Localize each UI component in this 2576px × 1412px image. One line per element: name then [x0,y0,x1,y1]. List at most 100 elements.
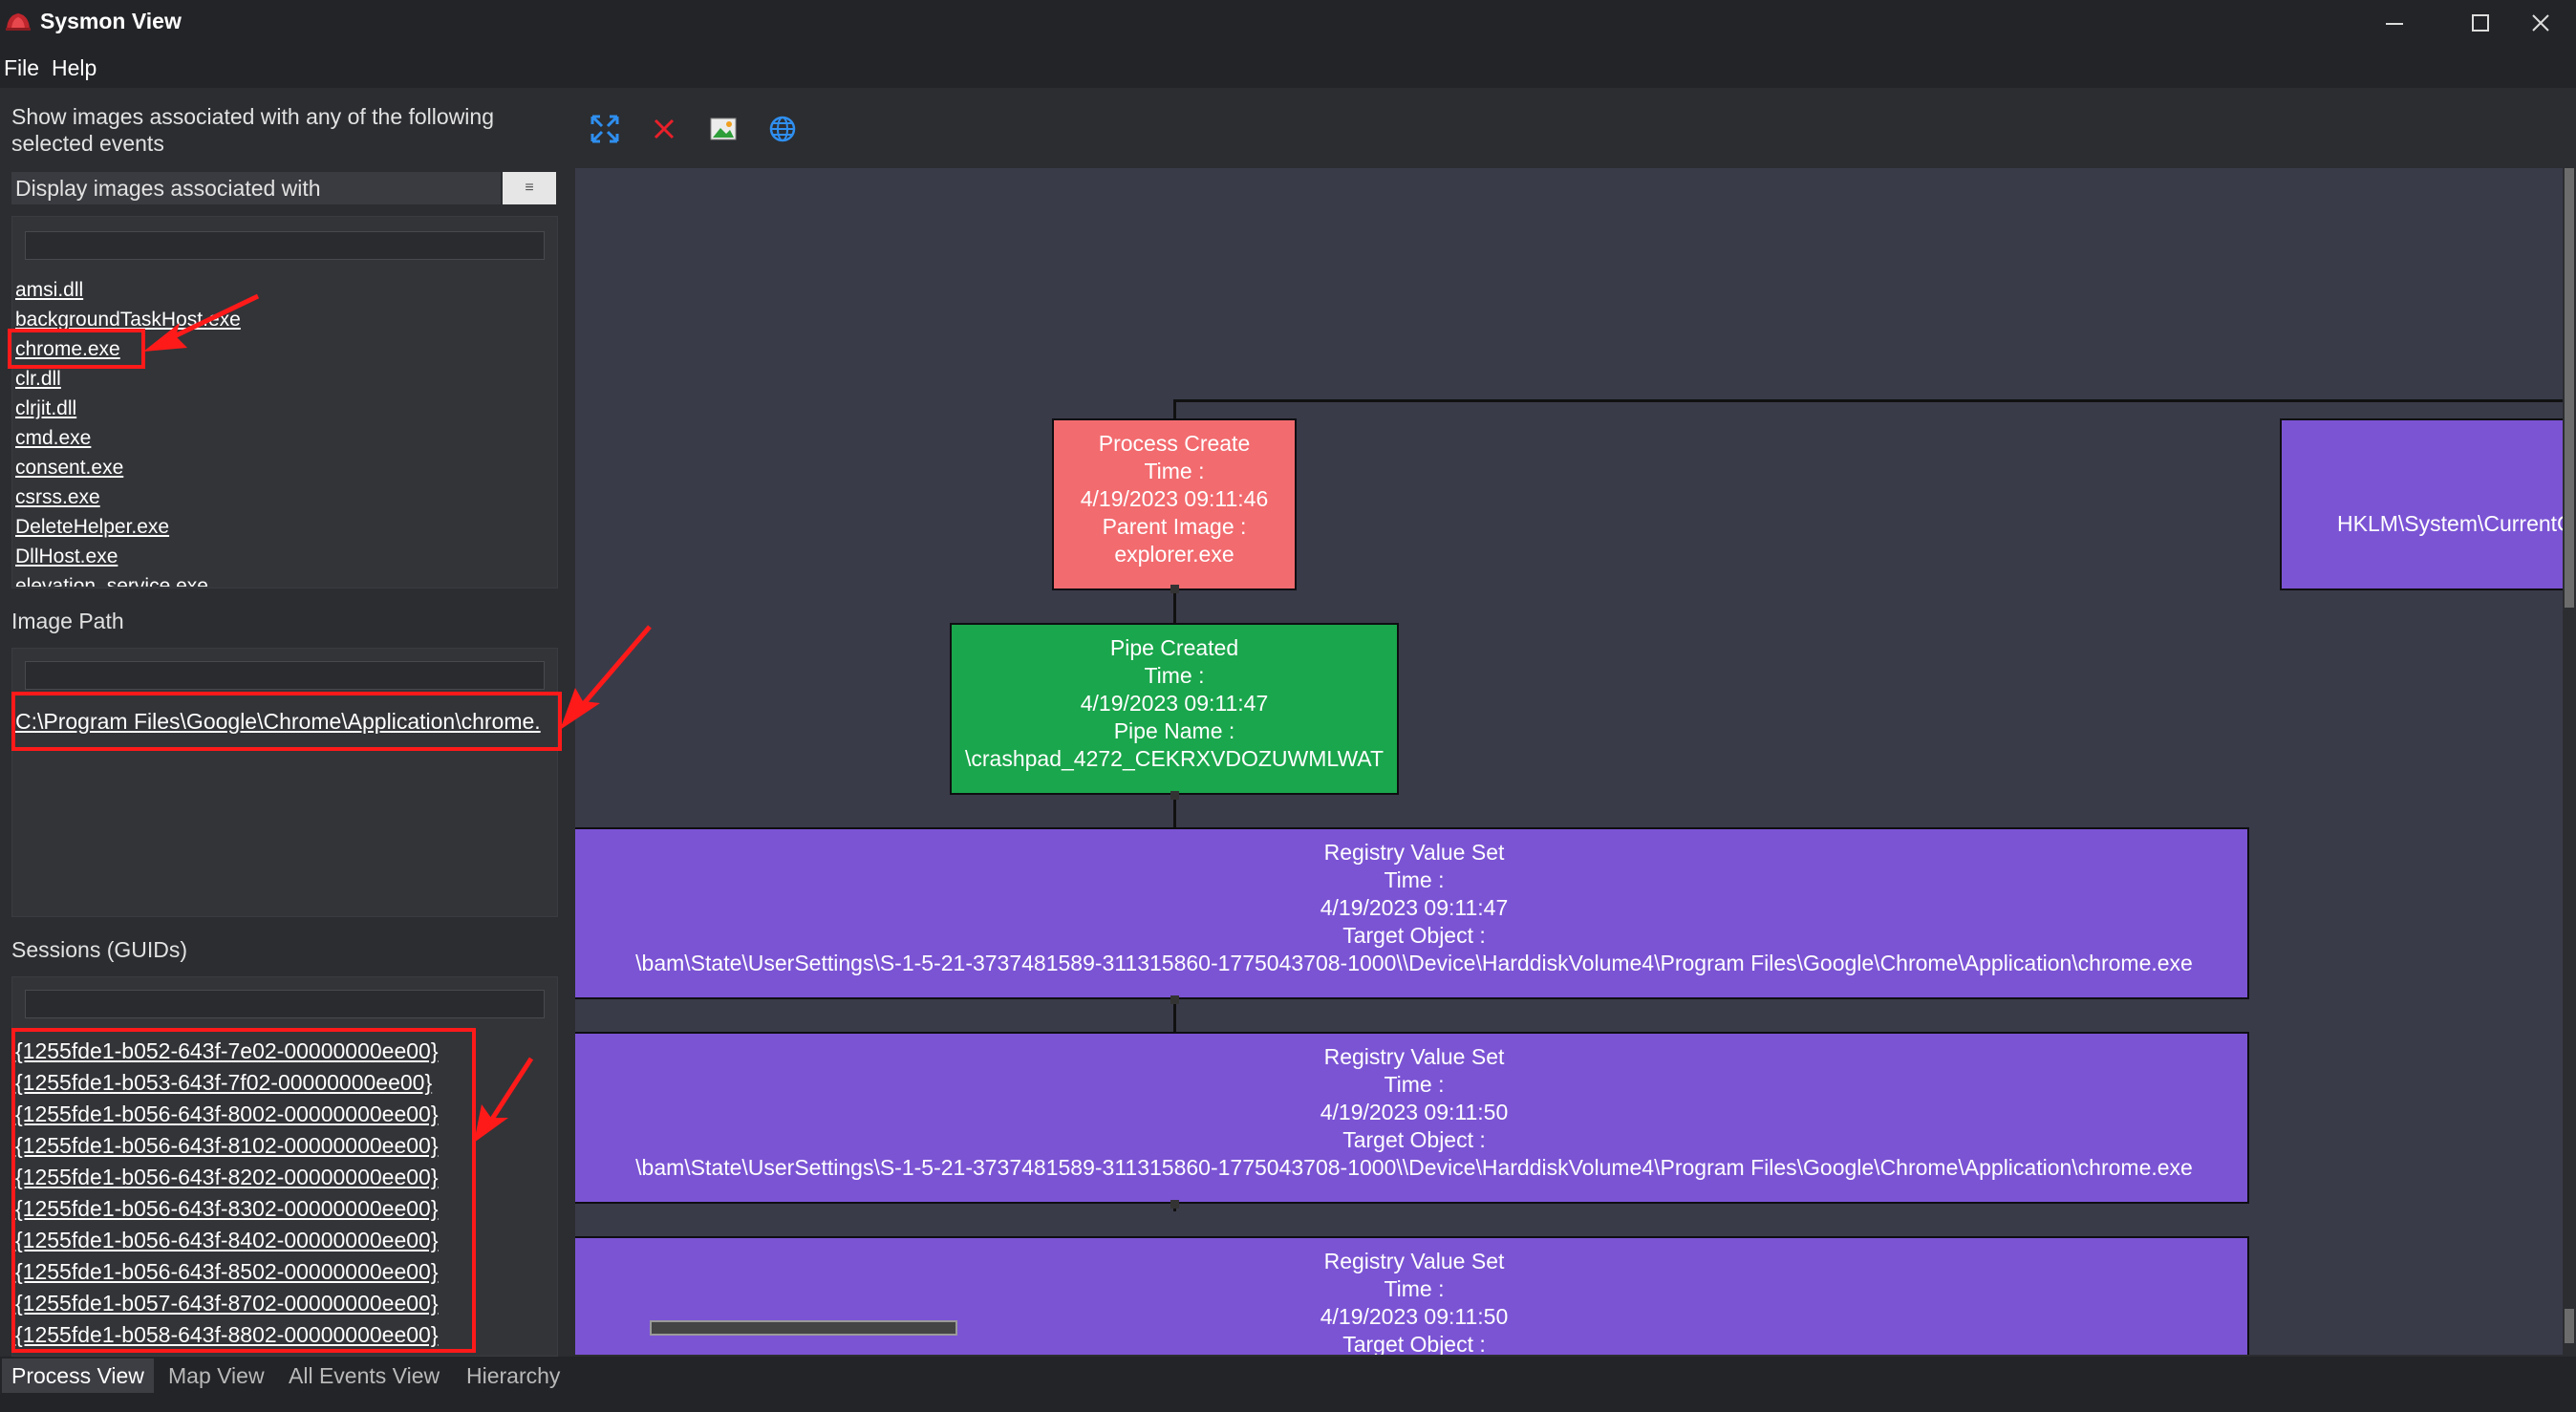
tab-map-view[interactable]: Map View [168,1363,265,1388]
node-time-label: Time : [1384,867,1445,892]
horizontal-scroll-thumb[interactable] [650,1320,957,1336]
sessions-panel [11,976,558,1357]
node-pipe-value: \crashpad_4272_CEKRXVDOZUWMLWAT [965,746,1384,771]
minimize-icon [2386,23,2403,25]
chrome-highlight-box [8,329,145,369]
list-item[interactable]: {1255fde1-b056-643f-8002-00000000ee00} [15,1102,439,1126]
close-icon[interactable] [648,113,680,145]
list-item[interactable]: DeleteHelper.exe [15,516,170,538]
node-target-label: Target Object : [1342,1332,1486,1355]
menu-file[interactable]: File [4,55,40,80]
sessions-list: {1255fde1-b052-643f-7e02-00000000ee00} {… [15,1036,474,1351]
node-title: Pipe Created [1109,635,1239,660]
tab-bar [0,1357,2576,1412]
registry-node-right[interactable]: HKLM\System\CurrentC [2280,418,2563,590]
maximize-button[interactable] [2442,2,2519,44]
list-item[interactable]: backgroundTaskHost.exe [15,309,241,331]
pipe-created-node[interactable]: Pipe Created Time : 4/19/2023 09:11:47 P… [950,623,1399,795]
toolbar [575,88,2576,168]
list-item[interactable]: amsi.dll [15,279,84,301]
connector-knob [1170,585,1179,593]
list-item[interactable]: clrjit.dll [15,397,77,419]
image-path-label: Image Path [11,609,124,633]
node-time: 4/19/2023 09:11:46 [1080,486,1269,511]
registry-value-set-node[interactable]: Registry Value Set Time : 4/19/2023 09:1… [575,827,2249,999]
node-target-label: Target Object : [1342,1127,1486,1152]
list-item[interactable]: cmd.exe [15,427,92,449]
list-item[interactable]: {1255fde1-b056-643f-8402-00000000ee00} [15,1228,439,1252]
tab-hierarchy[interactable]: Hierarchy [466,1363,561,1388]
list-item[interactable]: {1255fde1-b058-643f-8802-00000000ee00} [15,1322,439,1347]
sessions-filter-input[interactable] [25,990,545,1018]
annotation-arrow-icon [474,1057,534,1143]
image-list: amsi.dll backgroundTaskHost.exe chrome.e… [15,275,550,587]
node-target-value: \bam\State\UserSettings\S-1-5-21-3737481… [635,1155,2193,1180]
list-item[interactable]: {1255fde1-b056-643f-8502-00000000ee00} [15,1259,439,1284]
list-item[interactable]: {1255fde1-b057-643f-8702-00000000ee00} [15,1291,439,1316]
filter-description: Show images associated with any of the f… [11,103,494,157]
node-title: Registry Value Set [1323,1249,1505,1273]
connector-knob [1170,995,1179,1004]
node-time-label: Time : [1144,459,1205,483]
filter-description-line1: Show images associated with any of the f… [11,104,495,129]
menu-help[interactable]: Help [52,55,97,80]
expand-icon[interactable] [589,113,621,145]
list-item[interactable]: csrss.exe [15,486,100,508]
close-window-icon [2532,14,2549,32]
connector-knob [1170,1200,1179,1209]
node-time: 4/19/2023 09:11:47 [1320,895,1509,920]
node-title: Process Create [1098,431,1251,456]
node-target-value: HKLM\System\CurrentC [2337,511,2563,536]
process-graph-canvas[interactable]: Process Create Time : 4/19/2023 09:11:46… [575,168,2563,1355]
tab-process-view[interactable]: Process View [2,1359,154,1393]
list-item[interactable]: elevation_service.exe [15,575,208,587]
image-path-highlight-box [11,692,562,751]
display-images-label: Display images associated with [15,176,321,201]
node-time-label: Time : [1384,1276,1445,1301]
list-item[interactable]: {1255fde1-b053-643f-7f02-00000000ee00} [15,1070,433,1095]
node-time: 4/19/2023 09:11:47 [1080,691,1269,716]
node-target-label: Target Object : [1342,923,1486,948]
process-create-node[interactable]: Process Create Time : 4/19/2023 09:11:46… [1052,418,1297,590]
sessions-label: Sessions (GUIDs) [11,937,188,962]
node-pipe-label: Pipe Name : [1113,718,1235,743]
list-item[interactable]: {1255fde1-b056-643f-8102-00000000ee00} [15,1133,439,1158]
list-toggle-button[interactable]: ≡ [503,172,556,204]
title-bar [0,0,2576,46]
list-item[interactable]: clr.dll [15,368,61,390]
image-path-item[interactable]: C:\Program Files\Google\Chrome\Applicati… [15,709,541,734]
node-time: 4/19/2023 09:11:50 [1320,1100,1509,1124]
vertical-scroll-thumb-bottom[interactable] [2565,1309,2574,1343]
menu-bar [0,46,2576,88]
display-images-dropdown[interactable]: Display images associated with [11,172,501,204]
tab-all-events-view[interactable]: All Events View [289,1363,440,1388]
image-filter-input[interactable] [25,231,545,260]
registry-value-set-node[interactable]: Registry Value Set Time : 4/19/2023 09:1… [575,1032,2249,1204]
image-icon[interactable] [707,113,740,145]
node-parent-value: explorer.exe [1114,542,1234,567]
image-path-filter-input[interactable] [25,661,545,690]
filter-description-line2: selected events [11,131,164,156]
node-time-label: Time : [1144,663,1205,688]
maximize-icon [2472,14,2489,32]
list-item[interactable]: {1255fde1-b056-643f-8302-00000000ee00} [15,1196,439,1221]
app-logo-icon [6,13,31,31]
list-item[interactable]: consent.exe [15,457,124,479]
annotation-arrow-icon [560,625,652,730]
connector-line [1173,399,2563,402]
list-item[interactable]: {1255fde1-b056-643f-8202-00000000ee00} [15,1165,439,1189]
registry-value-set-node[interactable]: Registry Value Set Time : 4/19/2023 09:1… [575,1236,2249,1355]
node-parent-label: Parent Image : [1102,514,1247,539]
image-list-panel [11,216,558,588]
close-window-button[interactable] [2505,2,2576,44]
annotation-arrow-icon [143,293,260,352]
list-item[interactable]: {1255fde1-b052-643f-7e02-00000000ee00} [15,1038,439,1063]
node-title: Registry Value Set [1323,1044,1505,1069]
list-item[interactable]: DllHost.exe [15,546,118,567]
list-item[interactable]: chrome.exe [15,338,120,360]
globe-icon[interactable] [766,113,799,145]
window-title: Sysmon View [40,9,182,33]
sessions-highlight-box [11,1028,476,1353]
vertical-scroll-thumb[interactable] [2565,168,2574,608]
minimize-button[interactable] [2356,2,2433,44]
